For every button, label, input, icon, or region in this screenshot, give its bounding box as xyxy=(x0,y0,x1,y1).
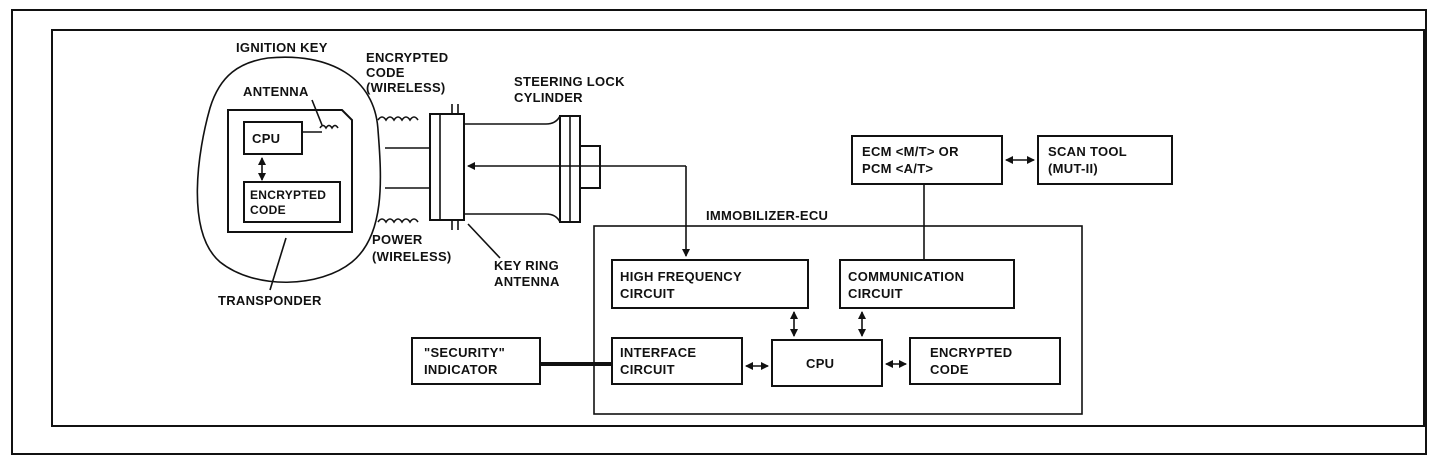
security-indicator-box xyxy=(411,337,541,385)
wireless-power-wave-icon xyxy=(377,218,419,224)
ecm-label-2: PCM <A/T> xyxy=(862,161,933,176)
key-ring-leader xyxy=(467,223,501,259)
interface-circuit-box xyxy=(611,337,743,385)
steering-lock-label-2: CYLINDER xyxy=(514,90,583,105)
ecm-label-1: ECM <M/T> OR xyxy=(862,144,959,159)
key-ring-label-1: KEY RING xyxy=(494,258,559,273)
wireless-power-label-2: (WIRELESS) xyxy=(372,249,452,264)
key-encrypted-code-box xyxy=(243,181,341,223)
transponder-leader xyxy=(269,237,287,291)
high-frequency-circuit-box xyxy=(611,259,809,309)
wireless-code-label-2: CODE xyxy=(366,65,405,80)
scan-tool-box xyxy=(1037,135,1173,185)
scan-tool-label-2: (MUT-II) xyxy=(1048,161,1098,176)
ecu-encrypted-label-1: ENCRYPTED xyxy=(930,345,1012,360)
key-encrypted-label-1: ENCRYPTED xyxy=(250,188,326,202)
ecu-encrypted-code-box xyxy=(909,337,1061,385)
immobilizer-label: IMMOBILIZER-ECU xyxy=(706,208,828,223)
comm-label-2: CIRCUIT xyxy=(848,286,903,301)
antenna-leader xyxy=(311,99,323,126)
antenna-label: ANTENNA xyxy=(243,84,309,99)
hf-label-2: CIRCUIT xyxy=(620,286,675,301)
interface-label-1: INTERFACE xyxy=(620,345,696,360)
key-cpu-label: CPU xyxy=(252,131,280,146)
immobilizer-ecu-box xyxy=(593,225,1083,415)
steering-lock-label-1: STEERING LOCK xyxy=(514,74,625,89)
ecu-cpu-box xyxy=(771,339,883,387)
outer-frame xyxy=(11,9,1427,455)
key-cpu-box xyxy=(243,121,303,155)
ecu-encrypted-label-2: CODE xyxy=(930,362,969,377)
ignition-key-label: IGNITION KEY xyxy=(236,40,328,55)
interface-label-2: CIRCUIT xyxy=(620,362,675,377)
scan-tool-label-1: SCAN TOOL xyxy=(1048,144,1127,159)
key-ring-antenna xyxy=(429,113,465,221)
wireless-power-label-1: POWER xyxy=(372,232,423,247)
steering-cylinder-tip xyxy=(579,145,601,189)
hf-label-1: HIGH FREQUENCY xyxy=(620,269,742,284)
security-label-1: "SECURITY" xyxy=(424,345,505,360)
wireless-code-label-1: ENCRYPTED xyxy=(366,50,448,65)
key-encrypted-label-2: CODE xyxy=(250,203,286,217)
antenna-coil-icon xyxy=(319,124,339,130)
key-ring-label-2: ANTENNA xyxy=(494,274,560,289)
transponder-label: TRANSPONDER xyxy=(218,293,322,308)
wireless-code-wave-icon xyxy=(377,116,419,122)
communication-circuit-box xyxy=(839,259,1015,309)
ecm-pcm-box xyxy=(851,135,1003,185)
comm-label-1: COMMUNICATION xyxy=(848,269,964,284)
ignition-key-outline xyxy=(196,56,382,283)
ecu-cpu-label: CPU xyxy=(806,356,834,371)
security-label-2: INDICATOR xyxy=(424,362,498,377)
wireless-code-label-3: (WIRELESS) xyxy=(366,80,446,95)
inner-frame xyxy=(51,29,1425,427)
steering-cylinder-body xyxy=(464,115,561,223)
